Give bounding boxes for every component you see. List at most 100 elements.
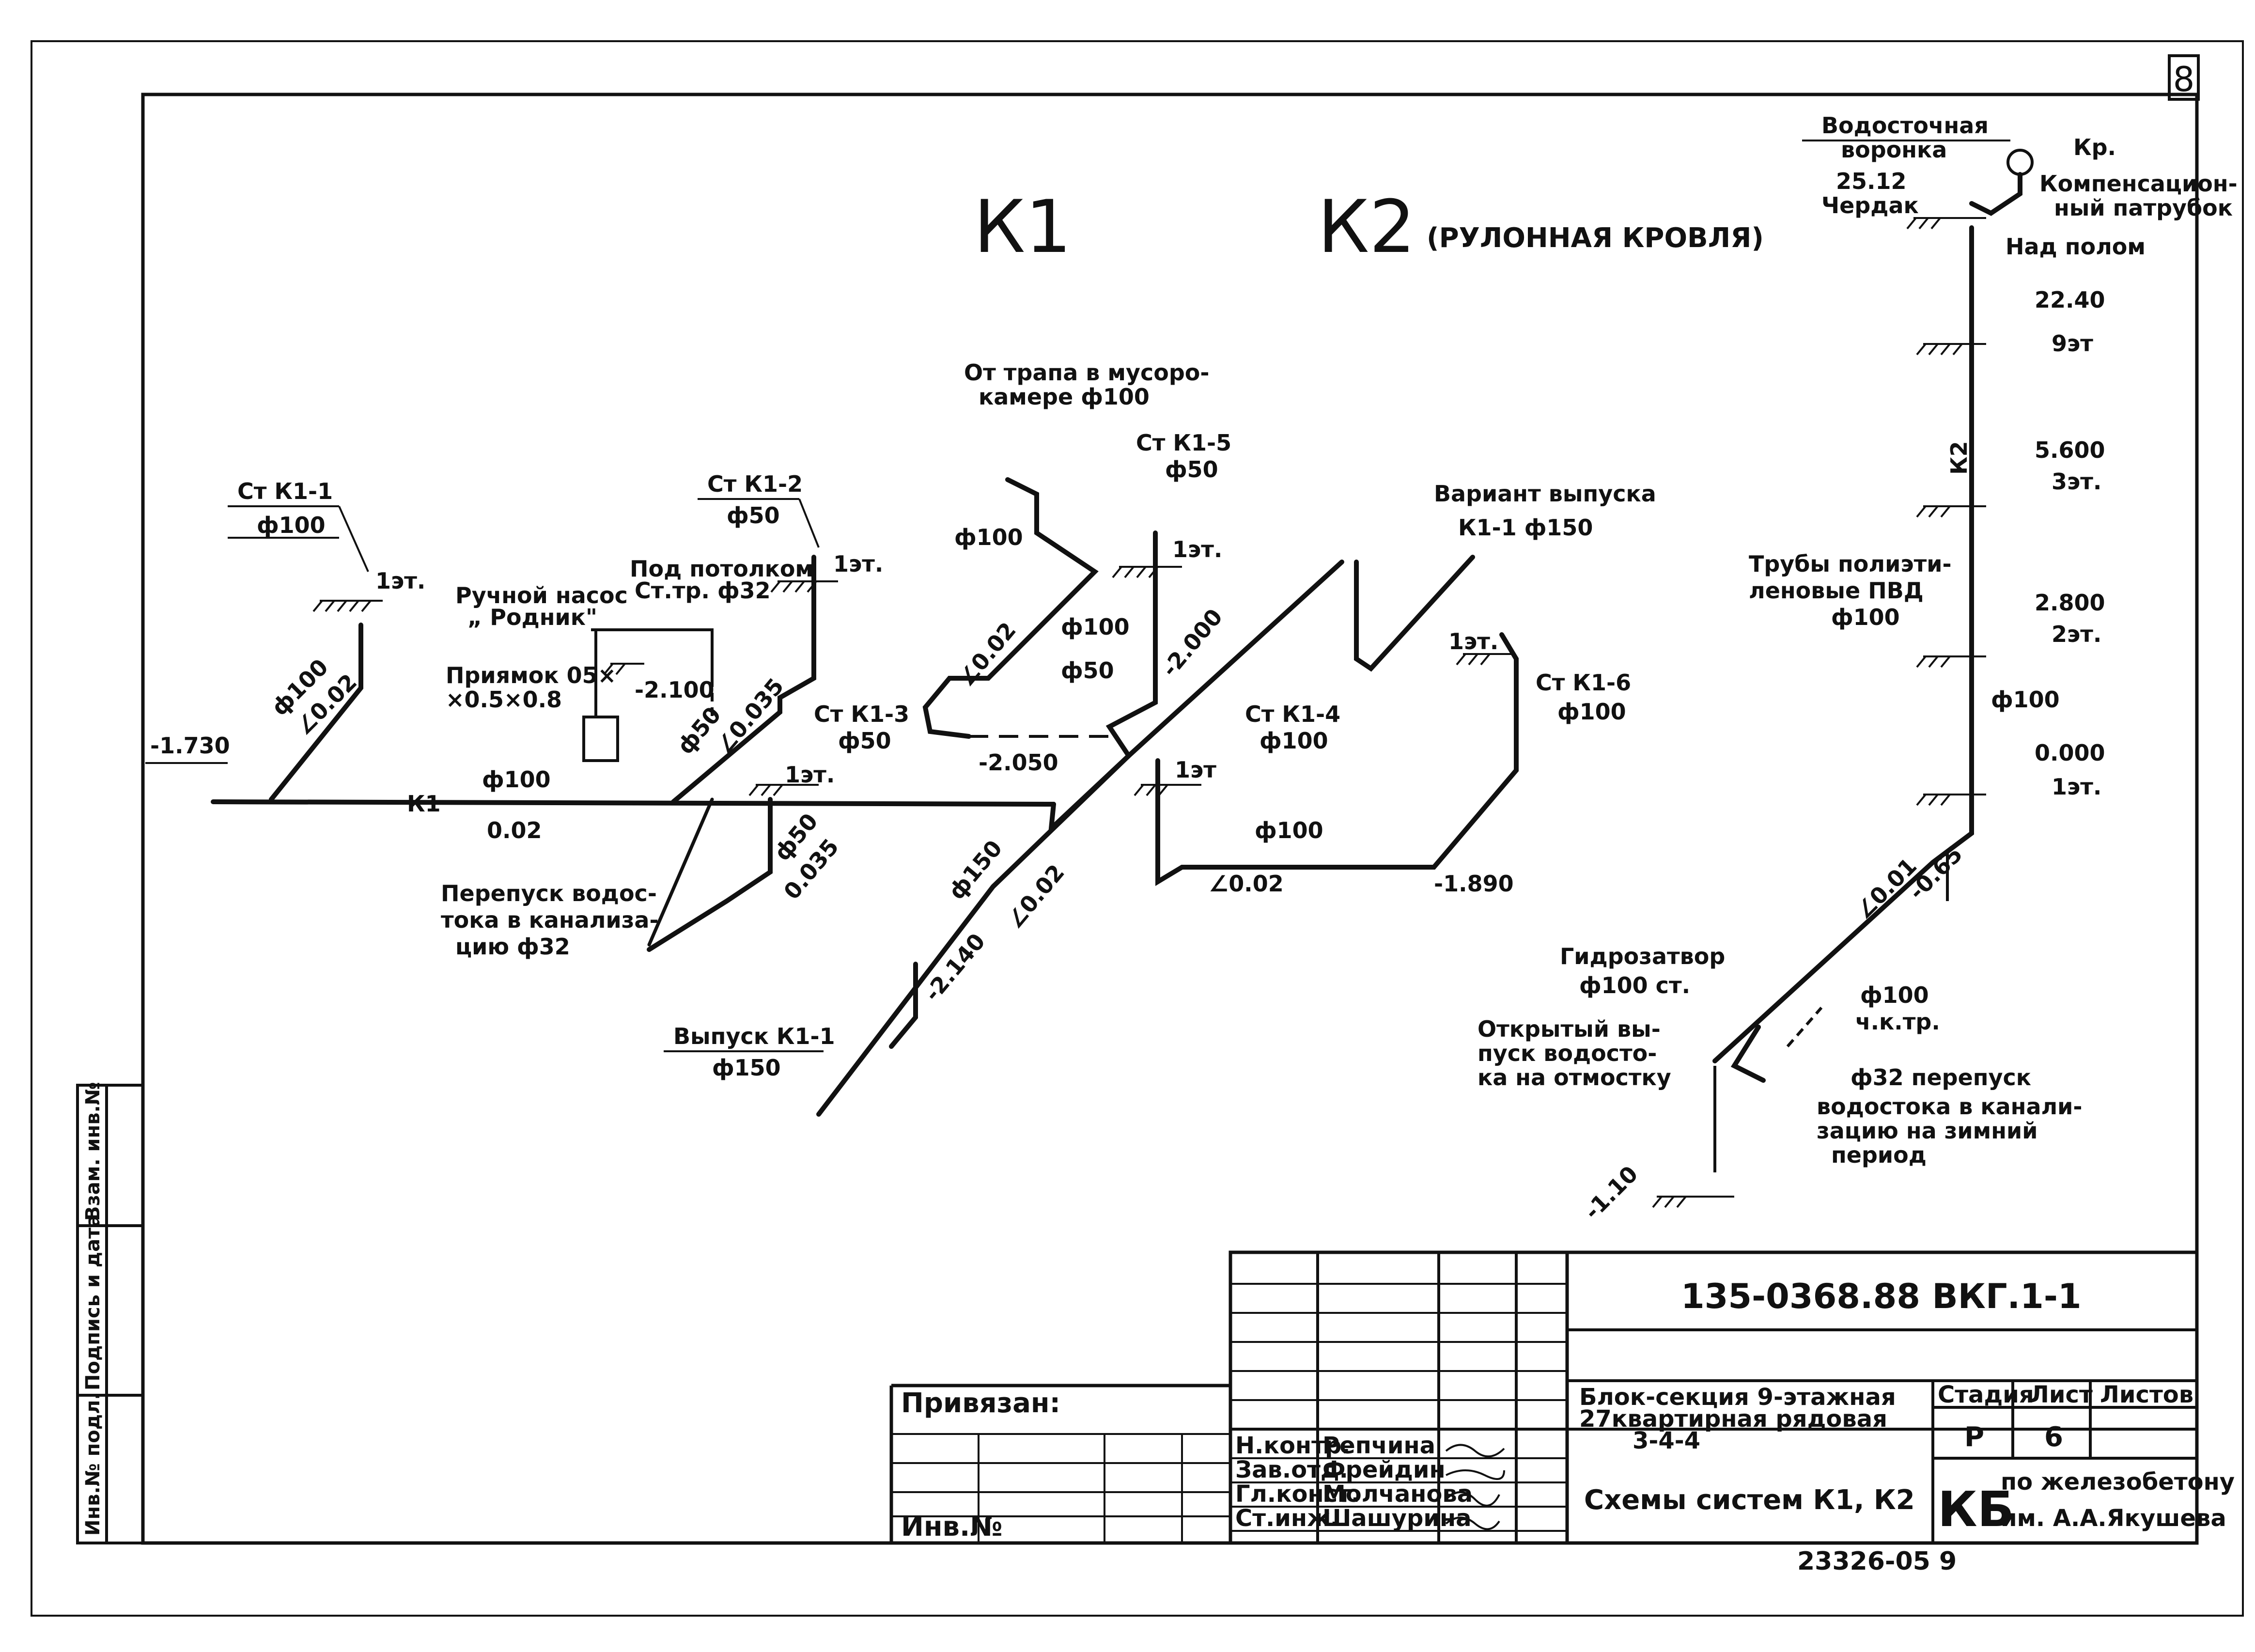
svg-text:Листов: Листов <box>2100 1381 2193 1408</box>
svg-text:Ст.инж.: Ст.инж. <box>1235 1505 1339 1532</box>
svg-text:Фрейдин: Фрейдин <box>1322 1456 1446 1483</box>
svg-text:ф100: ф100 <box>1860 982 1929 1008</box>
svg-text:ф100: ф100 <box>1831 604 1900 630</box>
label-st-k1-3: Ст К1-3 <box>814 701 909 727</box>
label-bypass-32: ф32 перепуск <box>1851 1064 2031 1091</box>
side-stamp-sign: Подпись и дата <box>82 1215 104 1390</box>
svg-text:-1.890: -1.890 <box>1434 871 1514 897</box>
svg-text:леновые ПВД: леновые ПВД <box>1749 577 1924 604</box>
sheet-number-box <box>2168 54 2200 101</box>
k2-labels: Водосточная воронка Кр. Компенсацион- ны… <box>1477 112 2238 1225</box>
k1-pipes <box>211 477 1519 1117</box>
svg-text:1эт.: 1эт. <box>375 568 425 594</box>
svg-text:×0.5×0.8: ×0.5×0.8 <box>446 686 562 713</box>
svg-text:1эт.: 1эт. <box>785 762 835 788</box>
k1-labels: Ст К1-1 ф100 1эт. Ст К1-2 ф50 1эт. Ручно… <box>145 359 1656 1081</box>
svg-text:Шашурина: Шашурина <box>1322 1505 1472 1532</box>
svg-text:25.12: 25.12 <box>1836 168 1907 194</box>
level-0000: 0.000 <box>2035 740 2105 766</box>
label-variant: Вариант выпуска <box>1434 481 1656 507</box>
svg-text:0.02: 0.02 <box>487 817 542 843</box>
svg-text:зацию на зимний: зацию на зимний <box>1817 1118 2037 1144</box>
svg-text:-2.100: -2.100 <box>635 677 715 703</box>
svg-text:Гл.конст.: Гл.конст. <box>1235 1481 1360 1508</box>
label-pump: Ручной насос <box>455 582 628 608</box>
svg-text:ф150: ф150 <box>943 835 1007 904</box>
svg-text:3эт.: 3эт. <box>2052 468 2101 495</box>
svg-text:К1-1 ф150: К1-1 ф150 <box>1458 514 1593 541</box>
label-funnel: Водосточная <box>1821 112 1989 139</box>
svg-text:Лист: Лист <box>2030 1381 2093 1408</box>
level-2240: 22.40 <box>2035 287 2105 313</box>
svg-text:ф100: ф100 <box>257 512 326 538</box>
label-bypass: Перепуск водос- <box>441 880 657 906</box>
svg-text:ф50: ф50 <box>1165 456 1218 483</box>
svg-text:1эт.: 1эт. <box>1172 536 1222 562</box>
svg-text:9эт: 9эт <box>2052 330 2093 357</box>
svg-text:Кр.: Кр. <box>2073 134 2116 160</box>
label-outlet: Выпуск К1-1 <box>673 1023 835 1049</box>
svg-text:К2: К2 <box>1946 441 1972 475</box>
tb-project-1: Блок-секция 9-этажная <box>1579 1384 1896 1411</box>
svg-text:Компенсацион-: Компенсацион- <box>2039 171 2238 197</box>
side-stamp: Инв.№ подл. Подпись и дата Взам. инв.№ <box>76 1082 144 1544</box>
side-stamp-inv: Инв.№ подл. <box>82 1392 104 1536</box>
level-m1730: -1.730 <box>150 732 230 759</box>
tb-inv: Инв.№ <box>901 1511 1003 1543</box>
level-2800: 2.800 <box>2035 590 2105 616</box>
svg-text:Ст.тр. ф32: Ст.тр. ф32 <box>635 577 771 604</box>
outer-border <box>31 40 2244 1617</box>
label-st-k1-6: Ст К1-6 <box>1536 670 1631 696</box>
svg-text:Молчанова: Молчанова <box>1322 1481 1473 1508</box>
svg-text:-2.050: -2.050 <box>979 749 1058 776</box>
svg-text:ф50: ф50 <box>672 701 726 759</box>
ground-hatches <box>312 566 1511 796</box>
svg-text:Стадия: Стадия <box>1938 1381 2034 1408</box>
svg-text:Над полом: Над полом <box>2006 234 2146 260</box>
svg-text:ф100: ф100 <box>954 524 1023 550</box>
k2-pipes <box>1712 149 2034 1172</box>
svg-text:К1: К1 <box>407 791 441 817</box>
label-pvd: Трубы полиэти- <box>1749 551 1952 577</box>
sheet-number: 8 <box>2173 60 2195 99</box>
svg-text:„ Родник": „ Родник" <box>467 604 597 630</box>
svg-text:Зав.отд.: Зав.отд. <box>1235 1456 1348 1483</box>
title-k2-note: (РУЛОННАЯ КРОВЛЯ) <box>1427 222 1764 254</box>
svg-text:-2.000: -2.000 <box>1156 604 1228 682</box>
svg-text:ф100: ф100 <box>1255 817 1323 843</box>
svg-text:ф50: ф50 <box>727 502 780 529</box>
svg-text:ф50: ф50 <box>1061 657 1114 684</box>
svg-text:ч.к.тр.: ч.к.тр. <box>1855 1009 1940 1035</box>
svg-text:Р: Р <box>1964 1421 1984 1453</box>
svg-text:водостока в канали-: водостока в канали- <box>1817 1093 2083 1120</box>
svg-text:ф100: ф100 <box>1260 728 1328 754</box>
label-st-k1-2: Ст К1-2 <box>707 471 803 497</box>
svg-text:тока в канализа-: тока в канализа- <box>441 907 659 933</box>
svg-text:Чердак: Чердак <box>1821 192 1919 218</box>
svg-text:ф150: ф150 <box>712 1055 781 1081</box>
side-stamp-replace: Взам. инв.№ <box>82 1082 104 1221</box>
title-block: Привязан: Инв.№ Н.контр. Зав.отд. Гл.кон… <box>889 1250 2235 1576</box>
svg-text:1эт.: 1эт. <box>1448 628 1498 655</box>
tb-doc-code: 135-0368.88 ВКГ.1-1 <box>1681 1277 2082 1316</box>
label-st-k1-4: Ст К1-4 <box>1245 701 1340 727</box>
svg-text:период: период <box>1831 1142 1927 1168</box>
svg-text:-1.10: -1.10 <box>1579 1161 1643 1225</box>
svg-text:Репчина: Репчина <box>1322 1432 1435 1459</box>
title-k1: К1 <box>974 185 1072 269</box>
svg-text:по железобетону: по железобетону <box>2001 1468 2235 1496</box>
tb-sheet-title: Схемы систем К1, К2 <box>1584 1484 1915 1516</box>
level-5600: 5.600 <box>2035 437 2105 463</box>
svg-text:1эт.: 1эт. <box>833 551 883 577</box>
svg-text:6: 6 <box>2044 1421 2063 1453</box>
svg-text:∠0.02: ∠0.02 <box>1209 871 1284 897</box>
label-open-outlet: Открытый вы- <box>1477 1016 1661 1042</box>
title-k2: К2 <box>1318 185 1415 269</box>
label-st-k1-5: Ст К1-5 <box>1136 430 1231 456</box>
svg-text:пуск водосто-: пуск водосто- <box>1477 1040 1657 1066</box>
tb-org-logo: КБ <box>1938 1481 2014 1538</box>
svg-text:Н.контр.: Н.контр. <box>1235 1432 1351 1459</box>
svg-text:цию ф32: цию ф32 <box>455 934 570 960</box>
svg-text:ка на отмостку: ка на отмостку <box>1477 1064 1671 1091</box>
